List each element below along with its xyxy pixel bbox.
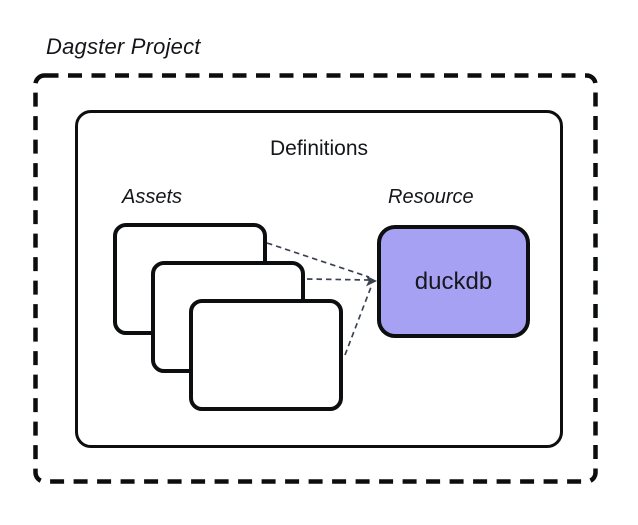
resource-label: Resource [388, 186, 474, 208]
resource-box: duckdb [377, 225, 530, 338]
definitions-label: Definitions [269, 137, 369, 160]
resource-box-label: duckdb [414, 267, 493, 295]
asset-card-3 [189, 299, 343, 411]
assets-label: Assets [122, 186, 183, 208]
diagram-title: Dagster Project [46, 34, 201, 59]
